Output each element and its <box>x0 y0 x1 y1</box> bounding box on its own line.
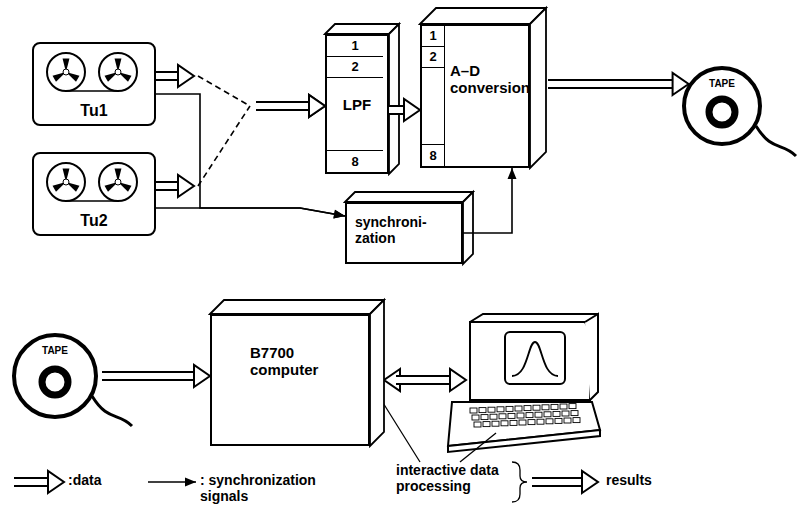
tape-recorder: Tu2 <box>32 152 156 236</box>
box-label: 1 <box>327 36 383 57</box>
connector <box>156 94 345 219</box>
box-label: TAPE <box>16 345 94 357</box>
annotation-label: interactive data processing <box>396 462 514 494</box>
legend-label: : synchronization signals <box>200 472 350 504</box>
connector <box>389 99 420 121</box>
connector <box>156 95 325 197</box>
process-box: 12A–D conversion 8 <box>420 24 530 168</box>
connector <box>156 65 325 117</box>
leader-lines <box>380 398 527 502</box>
box-label: 2 <box>422 47 444 68</box>
process-box: synchroni- zation <box>345 202 463 264</box>
legend-label: :data <box>68 472 101 488</box>
connector <box>102 365 210 387</box>
connector <box>548 73 689 95</box>
connector <box>463 168 517 233</box>
terminal-illustration <box>448 314 600 452</box>
box-label: LPF <box>327 96 387 113</box>
channel-column-line <box>444 26 445 166</box>
process-box: B7700 computer <box>210 314 370 446</box>
box-label: Tu1 <box>34 102 154 120</box>
legend-samples <box>14 471 196 493</box>
box-label: 8 <box>422 144 444 166</box>
process-box: 12LPF 8 <box>325 34 389 174</box>
box-label: TAPE <box>686 78 758 90</box>
connector <box>156 208 345 219</box>
annotation-label: results <box>606 472 652 488</box>
box-label: 1 <box>422 26 444 47</box>
box-label: 2 <box>327 57 383 78</box>
box-label: 8 <box>327 150 383 172</box>
box-label: A–D conversion <box>450 62 524 97</box>
data-arrow <box>384 369 466 391</box>
box-label: synchroni- zation <box>355 214 441 246</box>
tape-recorder: Tu1 <box>32 42 156 126</box>
tape-reel: TAPE <box>682 66 762 146</box>
tape-reel: TAPE <box>12 333 98 419</box>
result-arrow <box>532 471 598 493</box>
box-label: Tu2 <box>34 212 154 230</box>
box-label: B7700 computer <box>250 344 346 379</box>
